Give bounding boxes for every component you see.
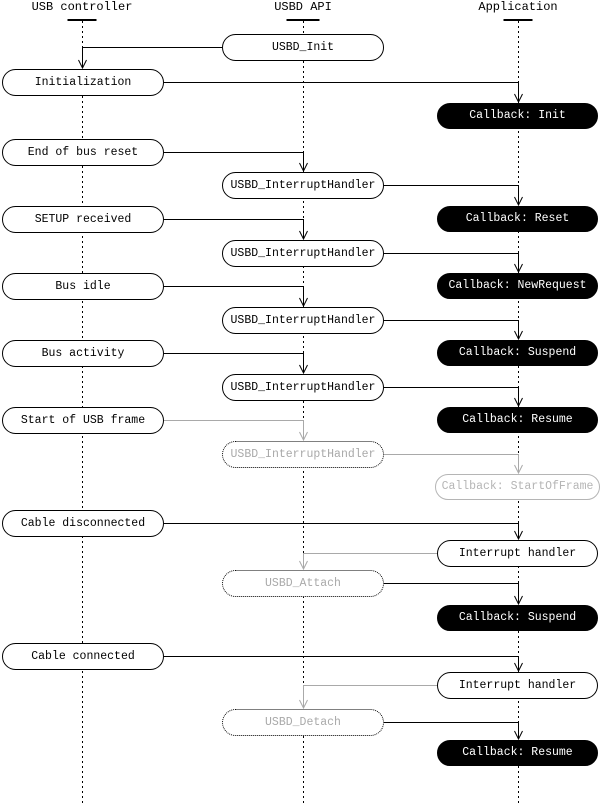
edge-interrupt-handler-to-usbd-detach <box>303 685 437 708</box>
node-callback-suspend-1: Callback: Suspend <box>437 340 598 366</box>
edge-setup-received-to-handler-2 <box>164 219 304 239</box>
node-usbd-interrupthandler-2: USBD_InterruptHandler <box>222 240 384 267</box>
edge-handler-1-to-callback-reset <box>384 185 519 205</box>
edge-bus-idle-to-handler-3 <box>164 286 304 306</box>
node-cable-connected: Cable connected <box>2 643 164 670</box>
arrowhead-end-of-bus-reset-to-handler-1 <box>299 162 308 173</box>
node-usbd-attach: USBD_Attach <box>222 570 384 597</box>
arrowhead-usbd-attach-to-callback-suspend <box>514 595 523 606</box>
node-callback-reset: Callback: Reset <box>437 206 598 232</box>
arrowhead-usbd-detach-to-callback-resume <box>514 730 523 741</box>
arrowhead-interrupt-handler-to-usbd-detach <box>299 699 308 710</box>
node-callback-resume-2: Callback: Resume <box>437 740 598 766</box>
node-callback-resume-1: Callback: Resume <box>437 407 598 433</box>
node-interrupt-handler-1: Interrupt handler <box>437 540 598 567</box>
arrowhead-cable-disconnected-to-interrupt-handler <box>514 530 523 541</box>
arrowhead-start-of-usb-frame-to-handler-5 <box>299 431 308 442</box>
arrowhead-handler-3-to-callback-suspend <box>514 330 523 341</box>
node-usbd-interrupthandler-1: USBD_InterruptHandler <box>222 172 384 199</box>
column-header-application: Application <box>478 0 558 14</box>
node-usbd-detach: USBD_Detach <box>222 709 384 736</box>
node-start-of-usb-frame: Start of USB frame <box>2 407 164 434</box>
arrowhead-bus-idle-to-handler-3 <box>299 297 308 308</box>
edge-usbd-detach-to-callback-resume <box>384 722 519 739</box>
edge-handler-4-to-callback-resume <box>384 387 519 406</box>
node-bus-idle: Bus idle <box>2 273 164 300</box>
column-header-usbd-api: USBD API <box>274 0 332 14</box>
node-initialization: Initialization <box>2 69 164 96</box>
node-setup-received: SETUP received <box>2 206 164 233</box>
edge-cable-connected-to-interrupt-handler <box>164 656 519 671</box>
node-callback-newrequest: Callback: NewRequest <box>437 273 598 299</box>
arrowhead-cable-connected-to-interrupt-handler <box>514 662 523 673</box>
node-callback-startofframe: Callback: StartOfFrame <box>435 474 600 500</box>
arrowhead-handler-2-to-callback-newrequest <box>514 263 523 274</box>
edge-handler-5-to-callback-startofframe <box>384 454 519 473</box>
edge-handler-2-to-callback-newrequest <box>384 253 519 272</box>
arrowhead-handler-4-to-callback-resume <box>514 397 523 408</box>
edge-start-of-usb-frame-to-handler-5 <box>164 420 304 440</box>
edge-end-of-bus-reset-to-handler-1 <box>164 152 304 171</box>
arrowhead-bus-activity-to-handler-4 <box>299 364 308 375</box>
edge-cable-disconnected-to-interrupt-handler <box>164 523 519 539</box>
edge-bus-activity-to-handler-4 <box>164 353 304 373</box>
column-header-usb-controller: USB controller <box>31 0 133 14</box>
node-end-of-bus-reset: End of bus reset <box>2 139 164 166</box>
edge-usbd-init-to-initialization <box>82 47 222 68</box>
node-usbd-interrupthandler-3: USBD_InterruptHandler <box>222 307 384 334</box>
node-callback-suspend-2: Callback: Suspend <box>437 605 598 631</box>
arrowhead-interrupt-handler-to-usbd-attach <box>299 560 308 571</box>
edge-interrupt-handler-to-usbd-attach <box>303 553 437 569</box>
node-usbd-interrupthandler-4: USBD_InterruptHandler <box>222 374 384 401</box>
edge-handler-3-to-callback-suspend <box>384 320 519 339</box>
node-usbd-init: USBD_Init <box>222 34 384 61</box>
node-interrupt-handler-2: Interrupt handler <box>437 672 598 699</box>
arrowhead-initialization-to-callback-init <box>514 93 523 104</box>
edge-usbd-attach-to-callback-suspend <box>384 583 519 604</box>
node-usbd-interrupthandler-5: USBD_InterruptHandler <box>222 441 384 468</box>
arrowhead-usbd-init-to-initialization <box>78 59 87 70</box>
node-cable-disconnected: Cable disconnected <box>2 510 164 537</box>
arrowhead-handler-5-to-callback-startofframe <box>514 464 523 475</box>
arrowhead-setup-received-to-handler-2 <box>299 230 308 241</box>
edge-initialization-to-callback-init <box>164 82 519 102</box>
arrowhead-handler-1-to-callback-reset <box>514 196 523 207</box>
node-callback-init: Callback: Init <box>437 103 598 129</box>
node-bus-activity: Bus activity <box>2 340 164 367</box>
